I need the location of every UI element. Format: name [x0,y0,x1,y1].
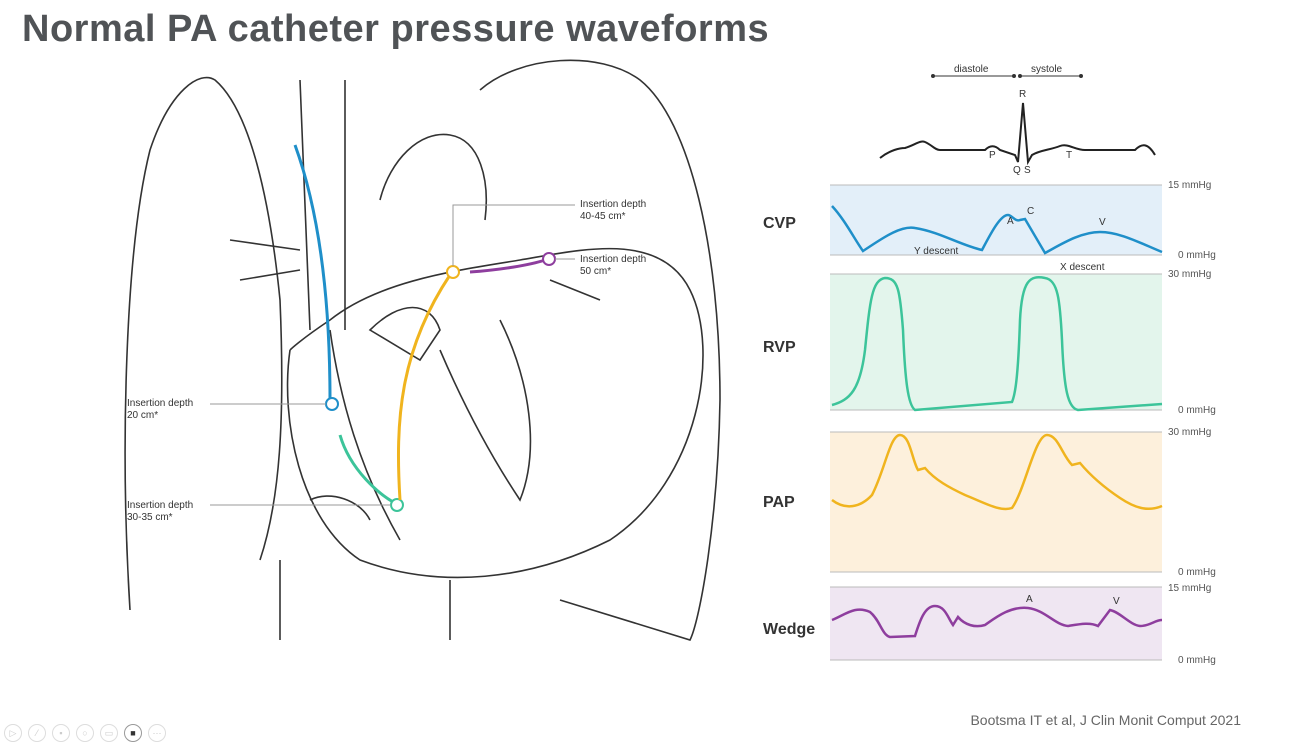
rvp-trace [831,276,1163,412]
rvp-label: RVP [763,339,796,356]
cvp-x-descent: X descent [1060,262,1105,273]
diastole-label: diastole [954,64,989,75]
cvp-label: CVP [763,215,796,232]
screen-icon[interactable]: ▭ [100,724,118,742]
pa-tip-marker [446,265,460,279]
ecg: diastole systole R P Q S T [879,64,1156,176]
heart-lung-illustration [124,59,721,641]
citation: Bootsma IT et al, J Clin Monit Comput 20… [970,712,1241,728]
slide-title: Normal PA catheter pressure waveforms [22,8,770,50]
wedge-a-wave: A [1026,594,1033,605]
rvp-panel: RVP 30 mmHg 0 mmHg [763,269,1216,416]
pen-icon[interactable]: ⁄ [28,724,46,742]
cvp-trace [831,205,1163,255]
save-icon[interactable]: ▪ [52,724,70,742]
rv-tip-marker [390,498,404,512]
pap-label: PAP [763,494,795,511]
more-icon[interactable]: ⋯ [148,724,166,742]
cvp-y-descent: Y descent [914,246,959,257]
play-icon[interactable]: ▷ [4,724,22,742]
ecg-trace [879,102,1156,166]
cvp-c-wave: C [1027,206,1034,217]
catheter-wedge [469,258,546,274]
cvp-top-scale: 15 mmHg [1168,180,1211,191]
catheter-pa [396,274,452,501]
camera-icon[interactable]: ■ [124,724,142,742]
pap-bottom-scale: 0 mmHg [1178,567,1216,578]
rvp-bottom-scale: 0 mmHg [1178,405,1216,416]
ecg-r: R [1019,89,1026,100]
wedge-label: Wedge [763,621,815,638]
ecg-s: S [1024,165,1031,176]
cvp-bottom-scale: 0 mmHg [1178,250,1216,261]
cvp-tip-marker [325,397,339,411]
leader-lines [210,204,575,506]
wedge-top-scale: 15 mmHg [1168,583,1211,594]
pap-trace [831,433,1163,511]
ecg-t: T [1066,150,1072,161]
wedge-v-wave: V [1113,596,1120,607]
wedge-trace [831,604,1163,639]
ecg-q: Q [1013,165,1021,176]
systole-label: systole [1031,64,1063,75]
pap-panel: PAP 30 mmHg 0 mmHg [763,427,1216,578]
catheter-cvp [293,144,332,401]
cvp-v-wave: V [1099,217,1106,228]
presentation-toolbar: ▷ ⁄ ▪ ○ ▭ ■ ⋯ [4,724,166,742]
cvp-panel: CVP 15 mmHg 0 mmHg A C V Y descent X des… [763,180,1216,273]
catheter-rv [338,434,396,505]
pap-top-scale: 30 mmHg [1168,427,1211,438]
cvp-a-wave: A [1007,216,1014,227]
wedge-bottom-scale: 0 mmHg [1178,655,1216,666]
wedge-tip-marker [542,252,556,266]
ecg-p: P [989,150,996,161]
wedge-panel: Wedge 15 mmHg 0 mmHg A V [763,583,1216,666]
rvp-top-scale: 30 mmHg [1168,269,1211,280]
zoom-icon[interactable]: ○ [76,724,94,742]
